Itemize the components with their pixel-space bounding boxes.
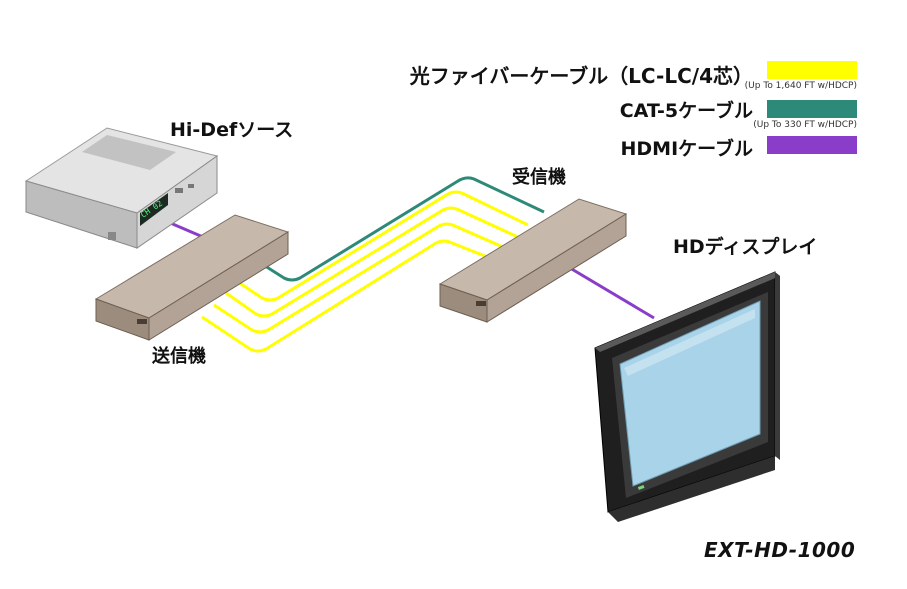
source-device [24, 127, 219, 249]
model-number: EXT-HD-1000 [704, 538, 856, 562]
transmitter-device [94, 214, 290, 341]
legend-cat5-swatch [767, 100, 857, 118]
receiver-device [438, 198, 628, 323]
legend-fiber-note: (Up To 1,640 FT w/HDCP) [744, 81, 857, 91]
hdmi-cable-display [569, 266, 655, 320]
source-label: Hi-Defソース [170, 119, 294, 141]
display-label: HDディスプレイ [673, 236, 818, 258]
legend-cat5-label: CAT-5ケーブル [619, 100, 753, 122]
hd-display [594, 271, 780, 522]
legend-fiber-label: 光ファイバーケーブル（LC-LC/4芯） [409, 64, 753, 88]
cat5-cable [261, 176, 545, 282]
legend-fiber-swatch [767, 61, 857, 79]
fiber-cables [201, 190, 529, 353]
legend-hdmi-swatch [767, 136, 857, 154]
transmitter-label: 送信機 [152, 346, 206, 367]
receiver-label: 受信機 [512, 167, 566, 188]
legend-cat5-note: (Up To 330 FT w/HDCP) [753, 120, 857, 130]
legend-hdmi-label: HDMIケーブル [620, 138, 753, 160]
